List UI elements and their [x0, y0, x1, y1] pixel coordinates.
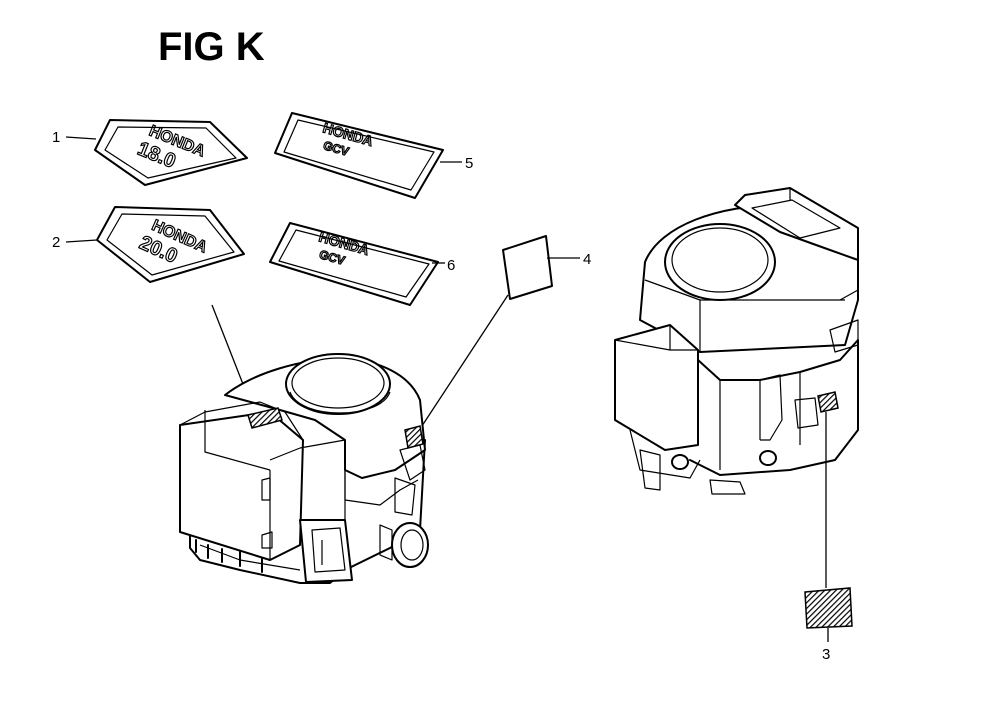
engine-front-view: [179, 353, 429, 584]
callout-6: 6: [447, 257, 455, 274]
figure-title: FIG K: [158, 25, 265, 69]
callout-2: 2: [52, 234, 60, 251]
label-4: [502, 235, 553, 300]
decal-1: HONDA 18.0: [94, 119, 248, 186]
decal-2: HONDA 20.0: [96, 206, 245, 283]
callout-3: 3: [822, 646, 830, 663]
decal-5: HONDA GCV: [274, 112, 444, 199]
callout-1: 1: [52, 129, 60, 146]
callout-5: 5: [465, 155, 473, 172]
decal-6: HONDA GCV: [269, 222, 439, 306]
label-3: [804, 587, 853, 629]
engine-rear-view: [614, 187, 859, 495]
callout-4: 4: [583, 251, 591, 268]
